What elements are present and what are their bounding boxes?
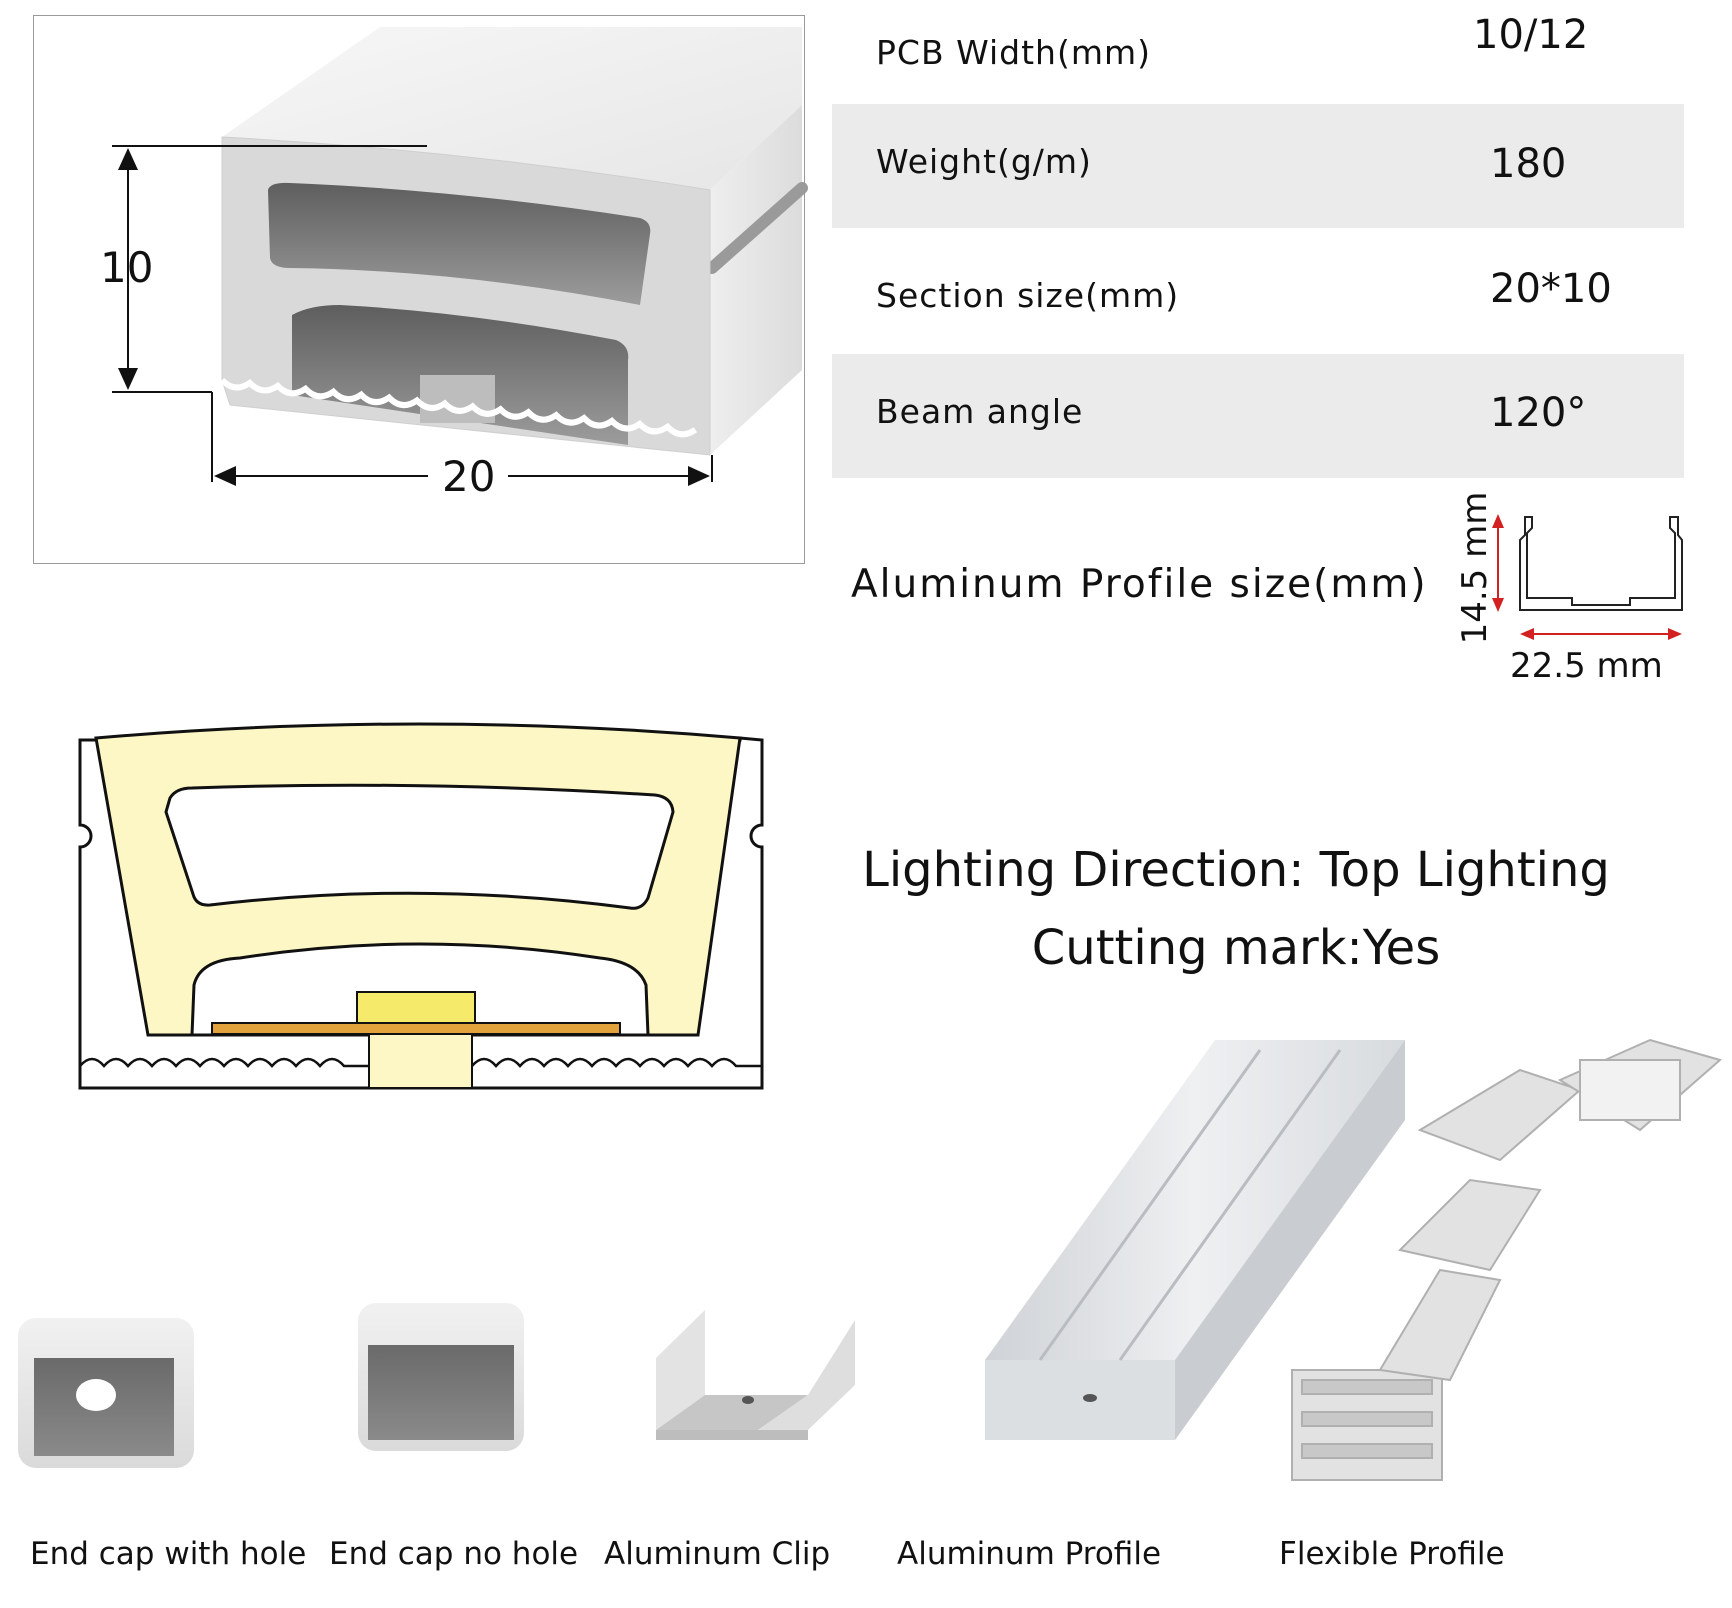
accessory-label-aluminum-clip: Aluminum Clip [604,1536,831,1572]
spec-row-band-beam-angle [832,354,1684,478]
accessory-label-end-cap-with-hole: End cap with hole [30,1536,307,1572]
accessory-label-aluminum-profile: Aluminum Profile [897,1536,1162,1572]
spec-value-weight: 180 [1490,141,1567,187]
spec-value-beam-angle: 120° [1490,390,1587,436]
aluminum-clip-icon [656,1310,855,1440]
accessory-label-flexible-profile: Flexible Profile [1279,1536,1505,1572]
spec-row-band-weight [832,104,1684,228]
aluminum-profile-size-label: Aluminum Profile size(mm) [851,562,1428,607]
accessory-label-end-cap-no-hole: End cap no hole [329,1536,579,1572]
spec-value-section-size: 20*10 [1490,266,1612,312]
aluminum-profile-icon [985,1040,1405,1440]
end-cap-with-hole-icon [18,1318,194,1468]
end-cap-no-hole-icon [358,1303,524,1451]
spec-label-weight: Weight(g/m) [876,142,1092,181]
aluminum-profile-width-label: 22.5 mm [1510,646,1663,686]
width-dimension-label: 20 [442,452,496,501]
cutting-mark-text: Cutting mark:Yes [1031,920,1441,976]
flexible-profile-icon [1291,1038,1723,1481]
spec-label-pcb-width: PCB Width(mm) [876,33,1151,72]
height-dimension-label: 10 [100,243,154,292]
spec-label-section-size: Section size(mm) [876,276,1180,315]
spec-value-pcb-width: 10/12 [1473,12,1589,58]
lighting-direction-text: Lighting Direction: Top Lighting [862,842,1610,898]
spec-label-beam-angle: Beam angle [876,392,1084,431]
